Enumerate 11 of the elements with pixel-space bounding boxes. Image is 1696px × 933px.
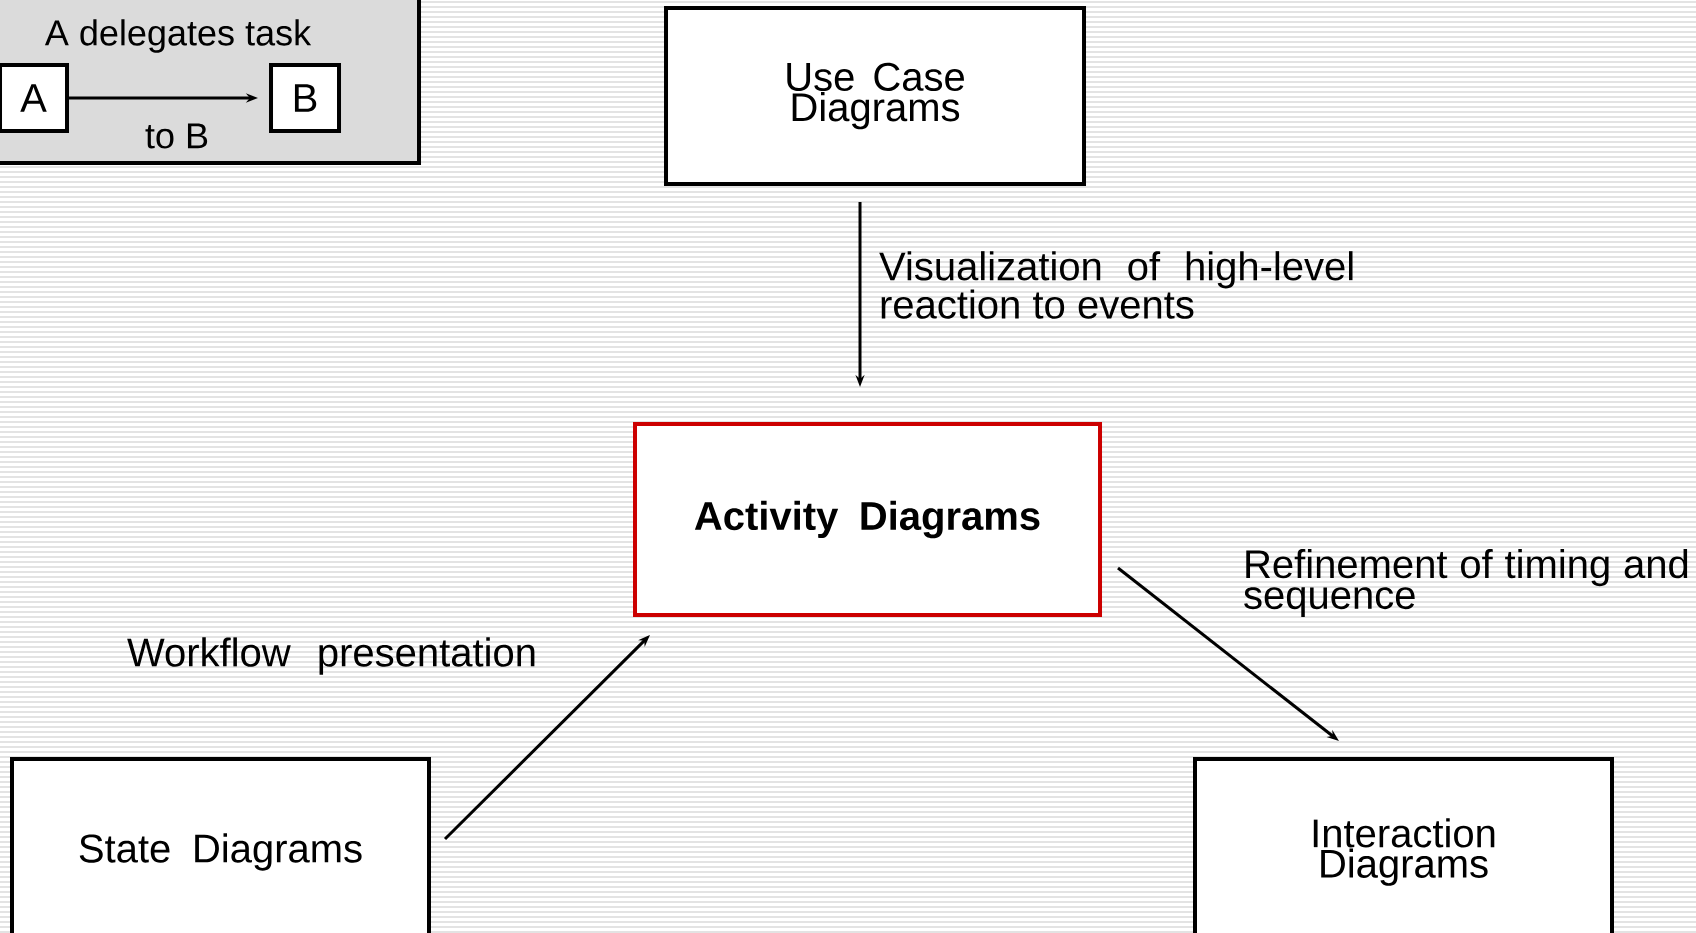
class-box: A (0, 63, 69, 133)
activity-box: Activity Diagrams (633, 422, 1102, 617)
legend-text: A delegates task (44, 19, 312, 53)
diagram-box: Use Case Diagrams (664, 6, 1086, 186)
edge-label: Visualization of high-level reaction to events (879, 251, 1353, 319)
diagram-box: State Diagrams (10, 757, 431, 933)
class-box: B (269, 63, 341, 133)
diagram-box: Interaction Diagrams (1193, 757, 1614, 933)
edge-label: Refinement of timing and sequence (1244, 548, 1688, 618)
legend-text: to B (145, 123, 208, 149)
edge-label: Workflow presentation (127, 637, 535, 675)
